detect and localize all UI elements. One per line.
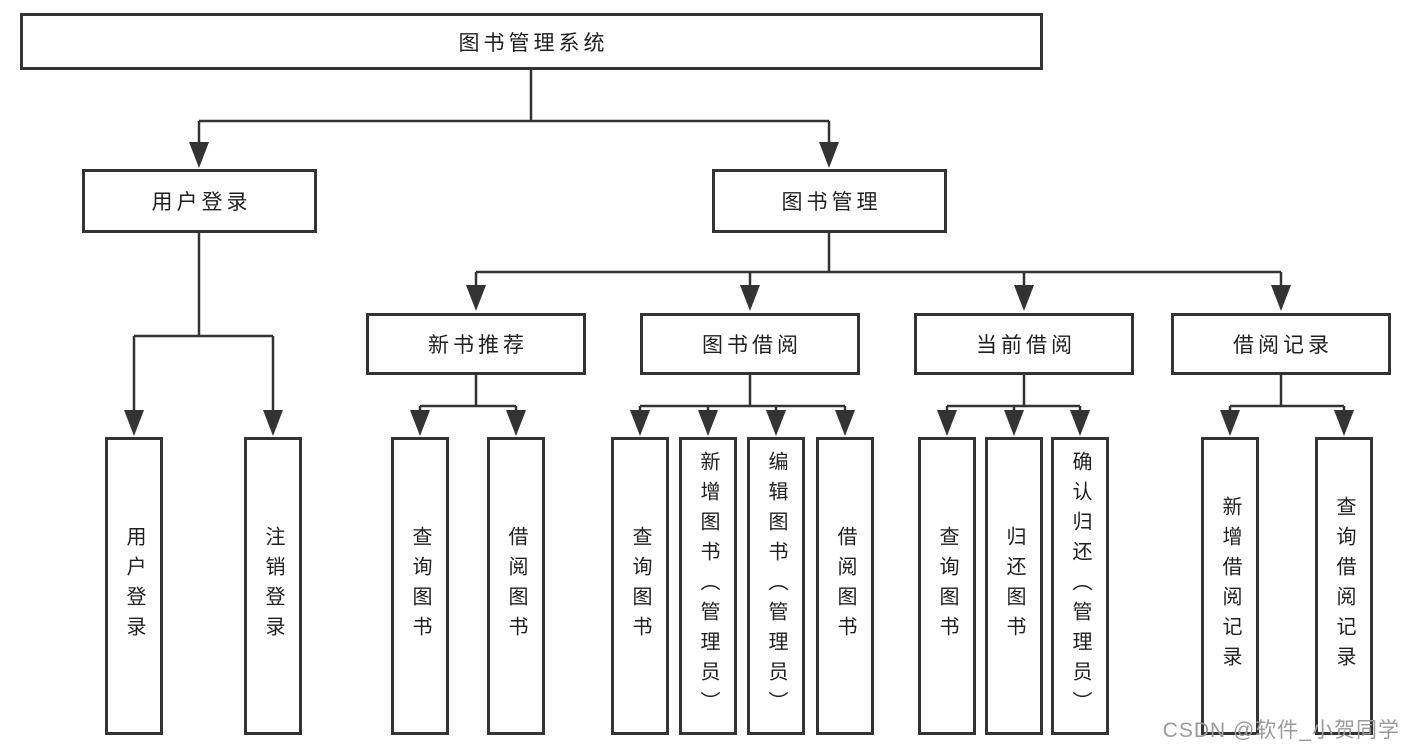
node-label: 注销登录 [262,526,284,646]
node-book-borrowing: 图书借阅 [640,313,860,375]
node-borrow-books-2: 借阅图书 [816,437,874,735]
node-label: 查询图书 [409,526,431,646]
node-user-login-action: 用户登录 [105,437,163,735]
node-label: 查询图书 [936,526,958,646]
node-label: 借阅图书 [834,526,856,646]
node-borrowing-records: 借阅记录 [1171,313,1391,375]
node-edit-book-admin: 编辑图书（管理员） [747,437,805,735]
node-search-borrow-record: 查询借阅记录 [1315,437,1373,735]
connector-book-management-children [474,233,1283,289]
node-label: 查询图书 [629,526,651,646]
node-book-management: 图书管理 [712,169,947,233]
node-user-login: 用户登录 [82,169,317,233]
node-library-management-system: 图书管理系统 [20,13,1043,70]
connector-borrowing-records-children [1228,375,1346,414]
connector-book-borrowing-children [638,375,847,414]
node-add-book-admin: 新增图书（管理员） [679,437,737,735]
connector-user-login-children [132,233,275,414]
node-label: 查询借阅记录 [1333,496,1355,676]
node-add-borrow-record: 新增借阅记录 [1201,437,1259,735]
node-return-books: 归还图书 [985,437,1043,735]
node-confirm-return-admin: 确认归还（管理员） [1051,437,1109,735]
node-borrow-books-1: 借阅图书 [487,437,545,735]
node-label: 借阅图书 [505,526,527,646]
node-label: 编辑图书（管理员） [765,451,787,721]
connector-new-book-children [418,375,518,414]
node-label: 新增借阅记录 [1219,496,1241,676]
node-label: 归还图书 [1003,526,1025,646]
node-label: 新增图书（管理员） [697,451,719,721]
node-logout: 注销登录 [244,437,302,735]
node-new-book-recommendation: 新书推荐 [366,313,586,375]
connector-root-to-level1 [197,70,831,146]
connector-current-borrowing-children [945,375,1082,414]
node-search-books-2: 查询图书 [611,437,669,735]
csdn-watermark: CSDN @软件_小贺同学 [1162,719,1400,742]
node-label: 确认归还（管理员） [1069,451,1091,721]
arrowheads [124,142,1354,436]
node-current-borrowing: 当前借阅 [914,313,1134,375]
node-label: 用户登录 [123,526,145,646]
node-search-books-1: 查询图书 [391,437,449,735]
node-search-books-3: 查询图书 [918,437,976,735]
